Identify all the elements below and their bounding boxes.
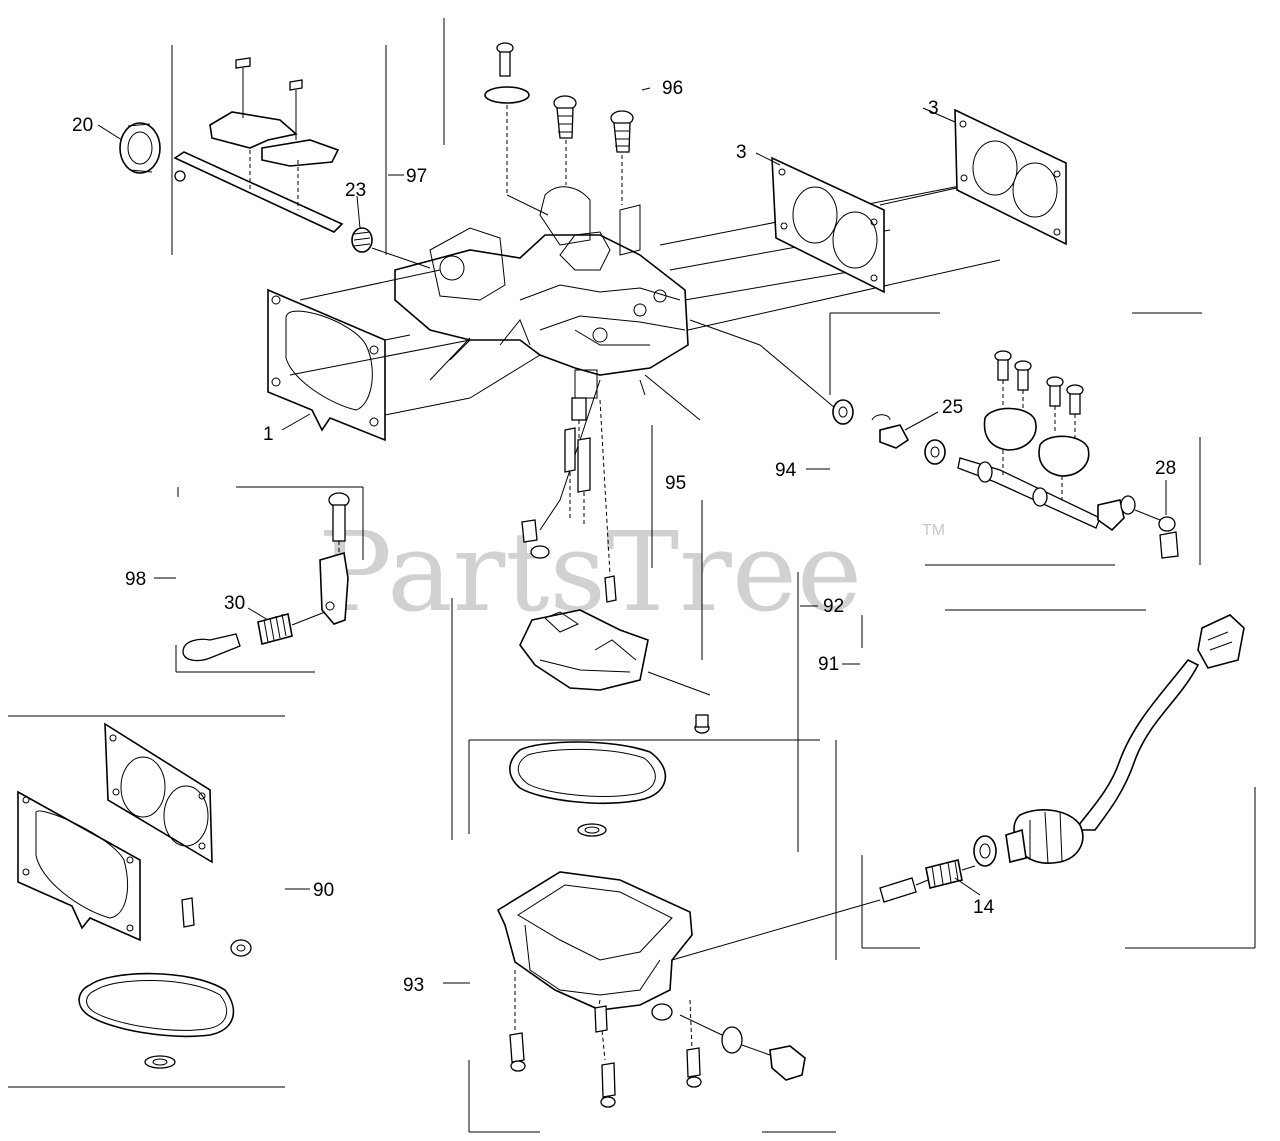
callout-20: 20 xyxy=(72,115,93,136)
callout-95: 95 xyxy=(665,473,686,494)
kit-brackets xyxy=(8,18,1256,1133)
carburetor-body xyxy=(299,186,689,416)
callout-98: 98 xyxy=(125,569,146,590)
callout-93: 93 xyxy=(403,975,424,996)
callout-92: 92 xyxy=(823,596,844,617)
callout-94: 94 xyxy=(775,460,797,481)
spring-23 xyxy=(351,227,431,269)
callout-90: 90 xyxy=(313,880,334,901)
float-assembly-95 xyxy=(519,397,711,734)
callout-91: 91 xyxy=(818,654,839,675)
idle-bracket-98 xyxy=(182,492,350,662)
callout-14: 14 xyxy=(973,897,995,918)
callout-30: 30 xyxy=(224,593,245,614)
gasket-3-rear xyxy=(954,108,1067,246)
gasket-3-front xyxy=(771,156,885,294)
screws-96 xyxy=(484,42,634,216)
gasket-1 xyxy=(267,288,386,442)
callout-23: 23 xyxy=(345,180,366,201)
callout-28: 28 xyxy=(1155,458,1176,479)
callout-labels: 20 23 97 96 3 3 1 25 28 94 95 98 30 92 9… xyxy=(72,78,1176,996)
callout-25: 25 xyxy=(942,397,963,418)
callout-96: 96 xyxy=(662,78,683,99)
throttle-shaft-97 xyxy=(173,57,344,233)
gasket-kit-90 xyxy=(17,722,252,1069)
leader-lines xyxy=(97,87,1167,984)
float-bowl-93 xyxy=(496,871,881,1108)
fuel-solenoid-91 xyxy=(879,614,1245,903)
callout-3-front: 3 xyxy=(736,142,747,163)
callout-1: 1 xyxy=(263,424,274,445)
callout-3-rear: 3 xyxy=(928,98,939,119)
bowl-gasket xyxy=(509,741,667,837)
seal-20 xyxy=(119,122,161,174)
callout-97: 97 xyxy=(406,166,427,187)
choke-shaft-94 xyxy=(832,350,1179,559)
watermark-trademark: TM xyxy=(922,522,945,539)
